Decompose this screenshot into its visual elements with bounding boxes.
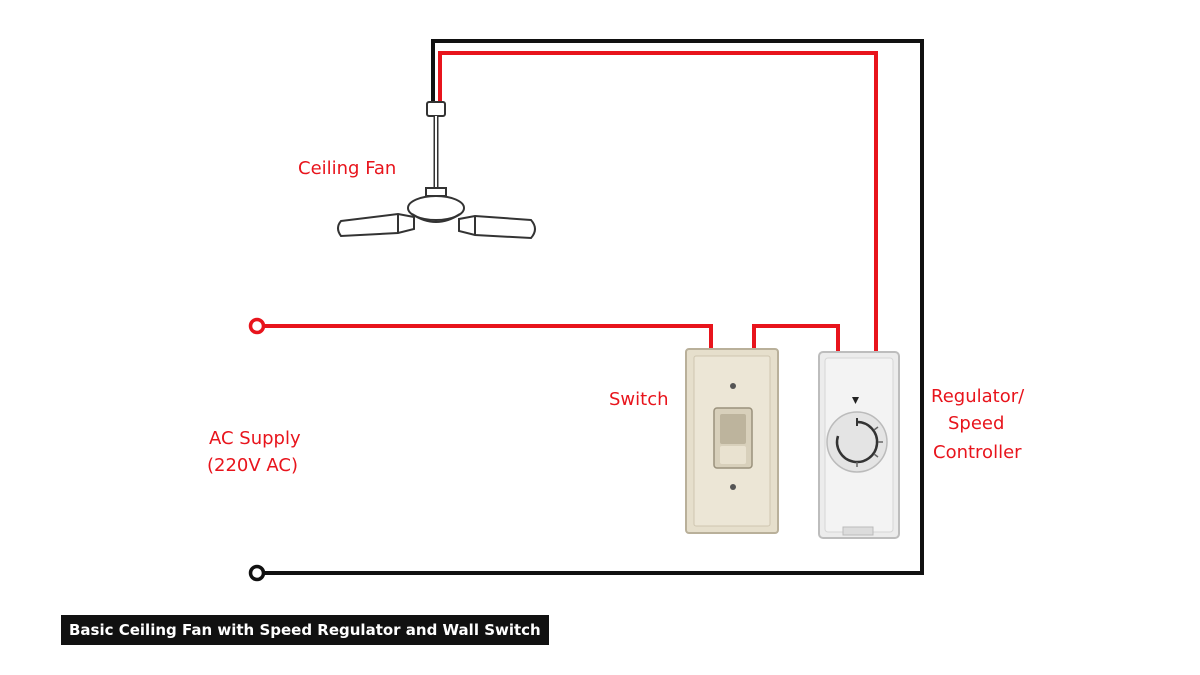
regulator-label-line1: Regulator/: [931, 386, 1025, 407]
wall-switch-icon: [685, 348, 779, 534]
terminal-icon: [248, 317, 266, 335]
live-wire-switch-to-regulator: [752, 324, 840, 352]
terminal-icon: [248, 564, 266, 582]
neutral-wire: [257, 39, 924, 575]
supply-label-line1: AC Supply: [209, 428, 301, 449]
ceiling-fan-icon: [337, 101, 536, 240]
fan-label: Ceiling Fan: [298, 158, 397, 179]
live-wire-to-switch: [257, 324, 713, 349]
regulator-label-line2: Speed: [948, 413, 1005, 434]
regulator-label-line3: Controller: [933, 442, 1022, 463]
figure-caption: Basic Ceiling Fan with Speed Regulator a…: [61, 615, 549, 645]
switch-label: Switch: [609, 389, 669, 410]
speed-regulator-icon: [818, 351, 900, 539]
supply-label-line2: (220V AC): [207, 455, 299, 476]
live-wire-regulator-to-fan: [438, 51, 878, 352]
